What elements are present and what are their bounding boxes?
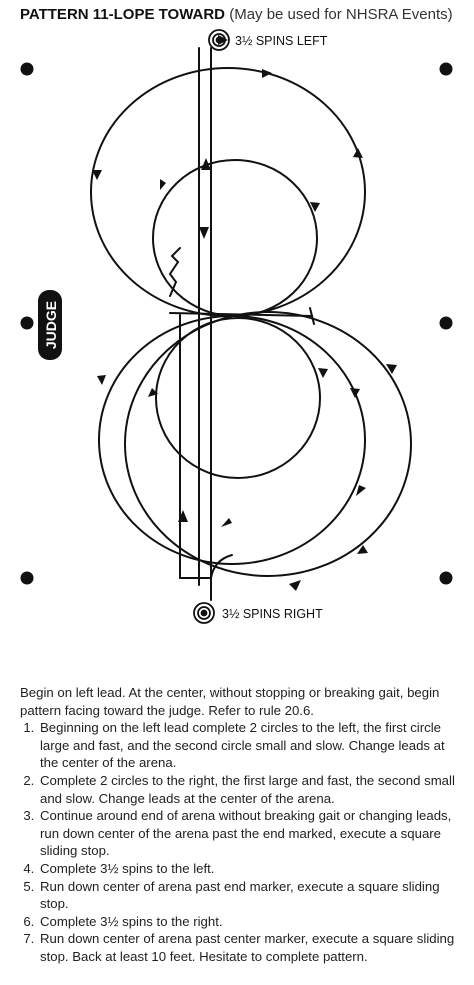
arrow-lower-left2 xyxy=(148,388,158,397)
step-item: Beginning on the left lead complete 2 ci… xyxy=(38,719,460,772)
marker-top-right xyxy=(439,62,453,76)
marker-center-left xyxy=(20,316,34,330)
marker-center-right xyxy=(439,316,453,330)
marker-bottom-right xyxy=(439,571,453,585)
arrow-center-up xyxy=(201,158,211,170)
pattern-title-main: PATTERN 11-LOPE TOWARD xyxy=(20,6,226,23)
pattern-description: Begin on left lead. At the center, witho… xyxy=(20,684,460,966)
lower-large-circle-right xyxy=(124,311,412,577)
pattern-diagram: 3½ SPINS LEFT 3½ SPINS RIGHT JUDGE xyxy=(20,29,453,624)
lower-large-circle-left xyxy=(98,315,366,565)
arrow-lower-small-right xyxy=(318,368,328,378)
step-item: Complete 3½ spins to the left. xyxy=(38,860,460,878)
spin-right-label: 3½ SPINS RIGHT xyxy=(222,607,323,621)
marker-bottom-left xyxy=(20,571,34,585)
pattern-intro: Begin on left lead. At the center, witho… xyxy=(20,685,440,718)
arrow-upper-large-left xyxy=(92,170,102,180)
pattern-title: PATTERN 11-LOPE TOWARD (May be used for … xyxy=(20,6,453,23)
step-item: Complete 3½ spins to the right. xyxy=(38,913,460,931)
upper-large-circle xyxy=(90,67,366,317)
arrow-lower-bottom2 xyxy=(357,545,368,554)
marker-top-left xyxy=(20,62,34,76)
arrow-upper-large-top xyxy=(262,69,272,78)
arrow-upper-small-right xyxy=(310,202,320,212)
rundown-curve xyxy=(210,554,233,579)
arrow-bottom-tail xyxy=(289,580,301,591)
step-item: Continue around end of arena without bre… xyxy=(38,807,460,860)
judge-badge: JUDGE xyxy=(38,290,62,360)
step-item: Complete 2 circles to the right, the fir… xyxy=(38,772,460,807)
arrow-lower-inner xyxy=(356,485,366,496)
spin-right-icon xyxy=(193,602,215,624)
arrow-center-down xyxy=(199,227,209,239)
sliding-stop-zigzag xyxy=(168,247,181,297)
arrow-center-up-lower xyxy=(178,510,188,522)
pattern-steps: Beginning on the left lead complete 2 ci… xyxy=(20,719,460,965)
arrow-lower-bottom xyxy=(221,518,232,527)
backup-mark xyxy=(309,307,315,325)
arrow-upper-large-right xyxy=(353,148,363,158)
arrow-lower-right-upper xyxy=(386,364,397,374)
pattern-title-sub: (May be used for NHSRA Events) xyxy=(229,6,453,23)
arrow-lower-left xyxy=(97,375,106,385)
arrow-upper-small-top xyxy=(160,179,166,190)
spin-left-icon xyxy=(208,29,230,51)
spin-left-label: 3½ SPINS LEFT xyxy=(235,34,328,48)
arrow-lower-small-right2 xyxy=(350,388,360,398)
judge-label: JUDGE xyxy=(43,301,59,349)
lower-small-circle xyxy=(155,317,321,479)
center-change-line xyxy=(169,312,313,317)
step-item: Run down center of arena past center mar… xyxy=(38,930,460,965)
upper-small-circle xyxy=(152,159,318,317)
step-item: Run down center of arena past end marker… xyxy=(38,878,460,913)
